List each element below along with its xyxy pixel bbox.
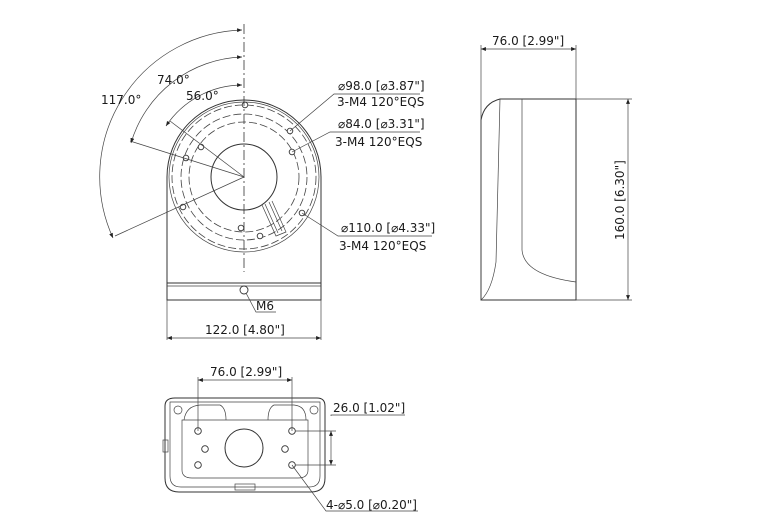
depth-dim-label: 76.0 [2.99"]: [492, 34, 564, 48]
angle-117-label: 117.0°: [101, 93, 141, 107]
circle-98: [180, 113, 308, 241]
hole-spacing-v-label: 26.0 [1.02"]: [333, 401, 405, 415]
bottom-outline: [164, 397, 326, 493]
dia-110-spec: 3-M4 120°EQS: [339, 239, 426, 253]
dia-110-label: ⌀110.0 [⌀4.33"]: [341, 221, 435, 235]
angle-56-label: 56.0°: [186, 89, 219, 103]
m6-label: M6: [256, 299, 274, 313]
hole-dia-label: 4-⌀5.0 [⌀0.20"]: [326, 498, 417, 512]
width-dim-label: 122.0 [4.80"]: [205, 323, 285, 337]
angle-arc-117: [99, 28, 243, 239]
dia-98-spec: 3-M4 120°EQS: [337, 95, 424, 109]
height-dim-label: 160.0 [6.30"]: [613, 160, 627, 240]
dia-84-label: ⌀84.0 [⌀3.31"]: [338, 117, 425, 131]
m6-screw-hole: [239, 285, 249, 295]
bottom-cable-hole: [224, 428, 264, 468]
side-body-outline: [480, 98, 577, 301]
bottom-view: 76.0 [2.99"] 26.0 [1.02"] 4-⌀5.0 [⌀0.20"…: [162, 365, 418, 512]
mount-plate: [181, 419, 309, 479]
front-view: 117.0° 74.0° 56.0° ⌀98.0 [⌀3.87"] 3-M4 1…: [99, 24, 435, 340]
cable-slot: [261, 200, 287, 237]
dia-84-spec: 3-M4 120°EQS: [335, 135, 422, 149]
bottom-holes: [194, 427, 296, 469]
side-view: 76.0 [2.99"] 160.0 [6.30"]: [480, 34, 632, 301]
mount-holes: [179, 101, 306, 240]
angle-74-label: 74.0°: [157, 73, 190, 87]
dia-98-label: ⌀98.0 [⌀3.87"]: [338, 79, 425, 93]
hole-spacing-h-label: 76.0 [2.99"]: [210, 365, 282, 379]
